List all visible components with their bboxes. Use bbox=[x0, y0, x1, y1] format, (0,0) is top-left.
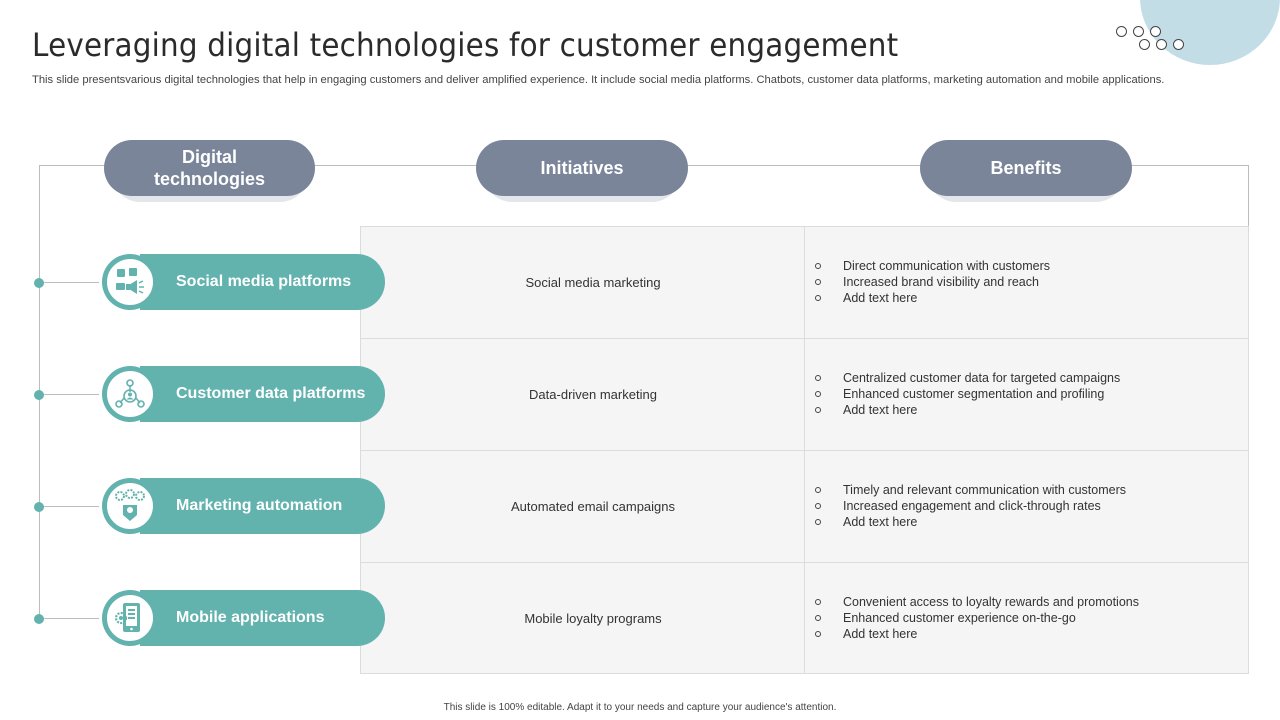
benefit-list: Timely and relevant communication with c… bbox=[804, 482, 1126, 530]
connector-line bbox=[39, 506, 99, 507]
list-item: Direct communication with customers bbox=[804, 258, 1050, 274]
connector-line bbox=[39, 282, 99, 283]
decorative-circle bbox=[1140, 0, 1280, 65]
network-icon bbox=[103, 367, 157, 421]
social-media-icon bbox=[103, 255, 157, 309]
benefit-list: Direct communication with customers Incr… bbox=[804, 258, 1050, 306]
mobile-app-icon bbox=[103, 591, 157, 645]
list-item: Convenient access to loyalty rewards and… bbox=[804, 594, 1139, 610]
connector-line bbox=[39, 394, 99, 395]
list-item: Add text here bbox=[804, 402, 1120, 418]
bullet-icon bbox=[815, 375, 821, 381]
list-item: Timely and relevant communication with c… bbox=[804, 482, 1126, 498]
initiative-text: Mobile loyalty programs bbox=[524, 610, 662, 626]
list-item: Increased brand visibility and reach bbox=[804, 274, 1050, 290]
connector-node bbox=[34, 390, 44, 400]
initiative-cell bbox=[360, 562, 805, 674]
bullet-icon bbox=[815, 391, 821, 397]
list-item: Add text here bbox=[804, 290, 1050, 306]
benefit-list: Centralized customer data for targeted c… bbox=[804, 370, 1120, 418]
list-item: Centralized customer data for targeted c… bbox=[804, 370, 1120, 386]
bullet-icon bbox=[815, 615, 821, 621]
benefit-cell bbox=[804, 450, 1249, 563]
bullet-icon bbox=[815, 599, 821, 605]
bullet-icon bbox=[815, 519, 821, 525]
bullet-icon bbox=[815, 487, 821, 493]
list-item: Enhanced customer experience on-the-go bbox=[804, 610, 1139, 626]
list-item: Add text here bbox=[804, 626, 1139, 642]
initiative-cell bbox=[360, 450, 805, 563]
list-item: Increased engagement and click-through r… bbox=[804, 498, 1126, 514]
connector-node bbox=[34, 502, 44, 512]
initiative-cell bbox=[360, 226, 805, 339]
header-benefits: Benefits bbox=[920, 140, 1132, 196]
tech-pill-customer-data: Customer data platforms bbox=[140, 366, 385, 422]
benefit-list: Convenient access to loyalty rewards and… bbox=[804, 594, 1139, 642]
connector-node bbox=[34, 278, 44, 288]
initiative-text: Social media marketing bbox=[525, 275, 661, 290]
initiative-text: Automated email campaigns bbox=[510, 499, 676, 514]
connector-node bbox=[34, 614, 44, 624]
benefit-cell bbox=[804, 562, 1249, 674]
initiative-cell bbox=[360, 338, 805, 451]
tech-pill-mobile-applications: Mobile applications bbox=[140, 590, 385, 646]
benefit-cell bbox=[804, 226, 1249, 339]
bullet-icon bbox=[815, 295, 821, 301]
header-digital-technologies: Digital technologies bbox=[104, 140, 315, 196]
list-item: Enhanced customer segmentation and profi… bbox=[804, 386, 1120, 402]
benefit-cell bbox=[804, 338, 1249, 451]
footer-note: This slide is 100% editable. Adapt it to… bbox=[443, 702, 837, 713]
bullet-icon bbox=[815, 279, 821, 285]
connector-line bbox=[39, 618, 99, 619]
bullet-icon bbox=[815, 263, 821, 269]
bullet-icon bbox=[815, 407, 821, 413]
initiative-text: Data-driven marketing bbox=[529, 387, 657, 402]
automation-gears-icon bbox=[103, 479, 157, 533]
header-initiatives: Initiatives bbox=[476, 140, 688, 196]
bullet-icon bbox=[815, 503, 821, 509]
bullet-icon bbox=[815, 631, 821, 637]
tech-pill-social-media: Social media platforms bbox=[140, 254, 385, 310]
tech-pill-marketing-automation: Marketing automation bbox=[140, 478, 385, 534]
list-item: Add text here bbox=[804, 514, 1126, 530]
page-title: Leveraging digital technologies for cust… bbox=[32, 26, 899, 64]
frame-right-line bbox=[1248, 165, 1249, 227]
page-subtitle: This slide presentsvarious digital techn… bbox=[32, 74, 1165, 86]
